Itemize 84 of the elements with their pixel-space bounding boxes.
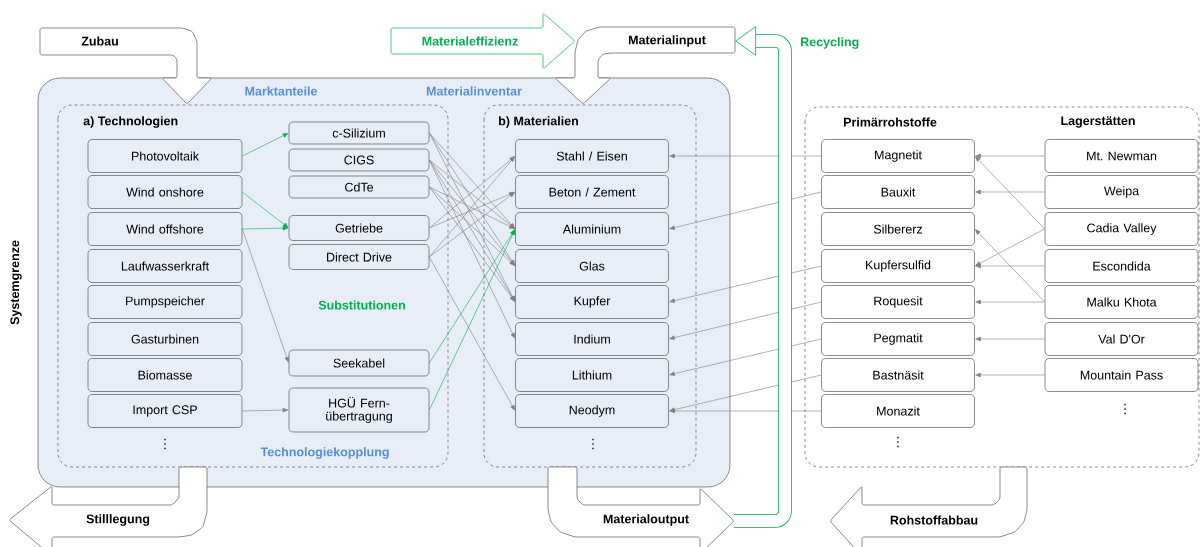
arrow [242,133,289,157]
flow-band: Materialinput [555,26,736,104]
arrow [242,225,289,231]
material-box: Indium [515,322,669,356]
material-box: Neodym [515,394,669,428]
section-label: Substitutionen [318,300,405,310]
arrow [975,189,1045,195]
ellipsis: ⋮ [897,436,899,448]
raw-material-box: Magnetit [821,139,975,173]
section-label: Materialinventar [426,86,522,96]
material-box: Lithium [515,358,669,392]
node-label: Materialoutput [603,514,689,526]
deposit-box: Escondida [1044,249,1199,283]
arrow [975,153,1045,159]
arrow [429,192,515,258]
raw-material-box: Roquesit [821,285,975,319]
arrow [429,186,515,302]
material-box: Kupfer [515,285,669,319]
node-label: Stilllegung [86,514,150,526]
material-box: Glas [515,249,669,283]
edge-label: Recycling [801,37,859,49]
material-box: Beton / Zement [515,175,669,209]
arrow [429,159,516,339]
arrow [975,228,1045,266]
arrow [975,299,1045,305]
raw-material-box: Kupfersulfid [821,249,975,283]
deposit-box: Mountain Pass [1044,358,1199,392]
arrow [242,407,289,413]
node-label: Systemgrenze [10,240,22,325]
component-box: HGÜ Fern-übertragung [288,387,430,433]
deposit-box: Cadia Valley [1044,212,1199,246]
deposit-box: Val D'Or [1044,322,1199,356]
flow-band: Stilllegung [9,466,208,547]
arrow [975,336,1045,342]
technology-box: Gasturbinen [87,322,243,356]
component-box: c-Silizium [288,121,430,145]
section-label: Marktanteile [245,86,318,96]
arrow [669,374,822,412]
material-box: Aluminium [515,212,669,246]
arrow [669,265,822,303]
technology-box: Biomasse [87,358,243,392]
material-box: Stahl / Eisen [515,139,669,173]
arrow [242,191,289,228]
component-box: CdTe [288,175,430,199]
arrow [669,301,822,340]
component-box: CIGS [288,148,430,172]
arrow [734,26,792,528]
arrow [429,132,515,229]
technology-box: Wind offshore [87,212,243,246]
deposit-box: Malku Khota [1044,285,1199,319]
node-label: Rohstoffabbau [890,515,978,525]
raw-material-box: Pegmatit [821,322,975,356]
arrow [669,191,822,230]
arrow [669,408,822,414]
ellipsis: ⋮ [592,438,594,450]
component-box: Direct Drive [288,244,430,270]
flow-band: Zubau [39,27,212,104]
raw-material-box: Monazit [821,394,975,428]
arrow [975,372,1045,378]
raw-material-box: Bauxit [821,175,975,209]
section-label: Technologiekopplung [260,447,389,459]
technology-box: Wind onshore [87,175,243,209]
technology-box: Laufwasserkraft [87,249,243,283]
ellipsis: ⋮ [164,438,166,450]
arrow [429,132,516,266]
raw-material-box: Silbererz [821,212,975,246]
flow-band: Rohstoffabbau [830,466,1028,547]
arrow [975,156,1045,230]
deposit-box: Mt. Newman [1044,139,1199,173]
technology-box: Import CSP [87,394,243,428]
raw-material-box: Bastnäsit [821,358,975,392]
arrow [242,228,289,363]
technology-box: Pumpspeicher [87,285,243,319]
arrow [975,229,1045,303]
component-box: Getriebe [288,215,430,241]
flow-band: Materialeffizienz [390,13,575,69]
arrow [669,153,822,159]
component-box: Seekabel [288,349,430,377]
deposit-box: Weipa [1044,175,1199,209]
arrow [429,186,515,266]
flow-band: Materialoutput [547,466,734,547]
technology-box: Photovoltaik [87,139,243,173]
arrow [669,338,822,376]
arrow [975,263,1045,269]
